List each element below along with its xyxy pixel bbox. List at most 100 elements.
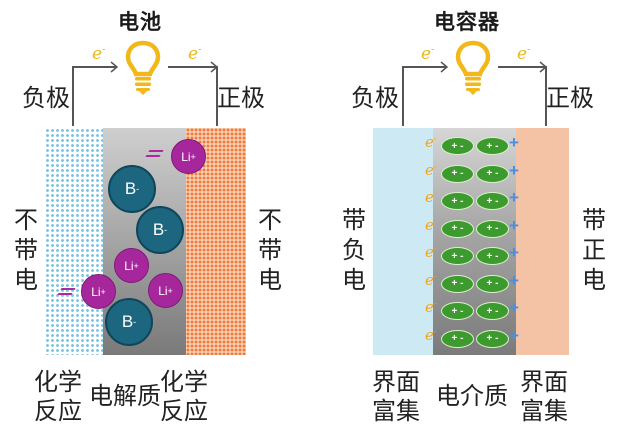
capacitor-electron-label-left: e-	[421, 44, 434, 64]
electron-symbol: e	[425, 270, 434, 289]
dipole: + -	[441, 247, 474, 265]
char: 电	[342, 266, 366, 294]
b-anion: B-	[136, 206, 184, 254]
surface-positive-charge: +	[509, 188, 519, 207]
ion-label: B	[121, 312, 134, 331]
electron-charge: -	[102, 44, 106, 56]
electron-symbol: e	[92, 44, 103, 64]
electron-symbol: e	[188, 44, 199, 64]
ion-charge: +	[167, 285, 173, 296]
dipole: + -	[476, 274, 509, 293]
ion-charge: -	[133, 317, 137, 327]
capacitor-wire-right-vertical	[545, 66, 547, 126]
dipole: + -	[441, 192, 474, 210]
battery-bottom-left-label: 化学 反应	[34, 368, 82, 426]
dipole: + -	[441, 302, 474, 320]
dipole: + -	[476, 302, 509, 320]
surface-electron: e-	[425, 326, 437, 344]
capacitor-right-side-label: 带 正 电	[581, 205, 607, 295]
surface-electron: e-	[425, 298, 437, 316]
ion-label: B	[152, 220, 165, 239]
capacitor-negative-plate	[373, 128, 433, 355]
label-line: 富集	[372, 397, 420, 425]
li-ion: Li+	[171, 139, 206, 174]
char: 不	[258, 206, 282, 234]
surface-positive-charge: +	[509, 160, 519, 180]
lightbulb-icon	[455, 40, 491, 95]
electron-charge: -	[433, 134, 437, 143]
ion-charge: +	[133, 260, 139, 271]
motion-line	[60, 288, 76, 290]
label-line: 化学	[34, 368, 82, 396]
char: 电	[582, 266, 606, 294]
motion-line	[148, 150, 164, 152]
char: 带	[14, 236, 38, 264]
electron-charge: -	[433, 189, 437, 198]
capacitor-bottom-left-label: 界面 富集	[372, 368, 420, 426]
electron-charge: -	[431, 44, 435, 56]
ion-label: Li	[158, 283, 168, 298]
li-ion: Li+	[81, 274, 116, 309]
lightbulb-icon	[125, 40, 161, 95]
surface-positive-charge: +	[509, 270, 519, 290]
label-line: 界面	[372, 368, 420, 396]
battery-wire-left-horizontal	[72, 66, 116, 68]
motion-line	[145, 155, 161, 157]
li-ion: Li+	[114, 248, 149, 283]
battery-positive-electrode-label: 正极	[217, 84, 265, 112]
arrow-right-icon	[110, 61, 118, 73]
label-line: 反应	[160, 397, 208, 425]
electron-symbol: e	[425, 160, 434, 179]
battery-electron-label-right: e-	[188, 44, 201, 64]
electron-charge: -	[433, 326, 437, 336]
electron-charge: -	[433, 161, 437, 171]
electron-charge: -	[433, 271, 437, 281]
li-ion: Li+	[148, 273, 183, 308]
battery-title: 电池	[118, 10, 162, 34]
ion-label: Li	[124, 258, 134, 273]
dipole: + -	[441, 164, 474, 183]
capacitor-electron-label-right: e-	[517, 44, 530, 64]
dipole: + -	[441, 329, 474, 348]
dipole: + -	[476, 247, 509, 265]
capacitor-wire-left-vertical	[402, 66, 404, 126]
surface-electron: e-	[425, 216, 437, 234]
surface-positive-charge: +	[509, 298, 519, 317]
dipole: + -	[441, 219, 474, 238]
b-anion: B-	[108, 165, 156, 213]
surface-positive-charge: +	[509, 133, 519, 152]
surface-positive-charge: +	[509, 243, 519, 262]
char: 带	[582, 206, 606, 234]
electron-symbol: e	[425, 298, 434, 316]
ion-label: B	[124, 179, 137, 198]
surface-electron: e-	[425, 271, 437, 289]
battery-anode	[45, 128, 103, 355]
ion-label: Li	[181, 149, 191, 164]
electron-charge: -	[198, 44, 202, 56]
electron-symbol: e	[425, 133, 434, 151]
dipole: + -	[476, 219, 509, 238]
dipole: + -	[476, 137, 509, 155]
surface-electron: e-	[425, 161, 437, 179]
surface-electron: e-	[425, 188, 437, 206]
ion-charge: -	[136, 184, 140, 194]
electron-symbol: e	[425, 243, 434, 261]
surface-positive-charge: +	[509, 325, 519, 345]
battery-bottom-center-label: 电解质	[89, 382, 161, 410]
label-line: 界面	[520, 368, 568, 396]
battery-bottom-right-label: 化学 反应	[160, 368, 208, 426]
char: 带	[258, 236, 282, 264]
electron-charge: -	[433, 244, 437, 253]
label-line: 反应	[34, 397, 82, 425]
battery-wire-right-vertical	[216, 66, 218, 126]
label-line: 富集	[520, 397, 568, 425]
char: 不	[14, 206, 38, 234]
dipole: + -	[476, 164, 509, 183]
ion-charge: -	[164, 225, 168, 235]
char: 正	[582, 236, 606, 264]
electron-symbol: e	[517, 44, 528, 64]
surface-positive-charge: +	[509, 215, 519, 235]
char: 电	[14, 266, 38, 294]
battery-wire-right-horizontal	[168, 66, 217, 68]
battery-wire-left-vertical	[72, 66, 74, 126]
